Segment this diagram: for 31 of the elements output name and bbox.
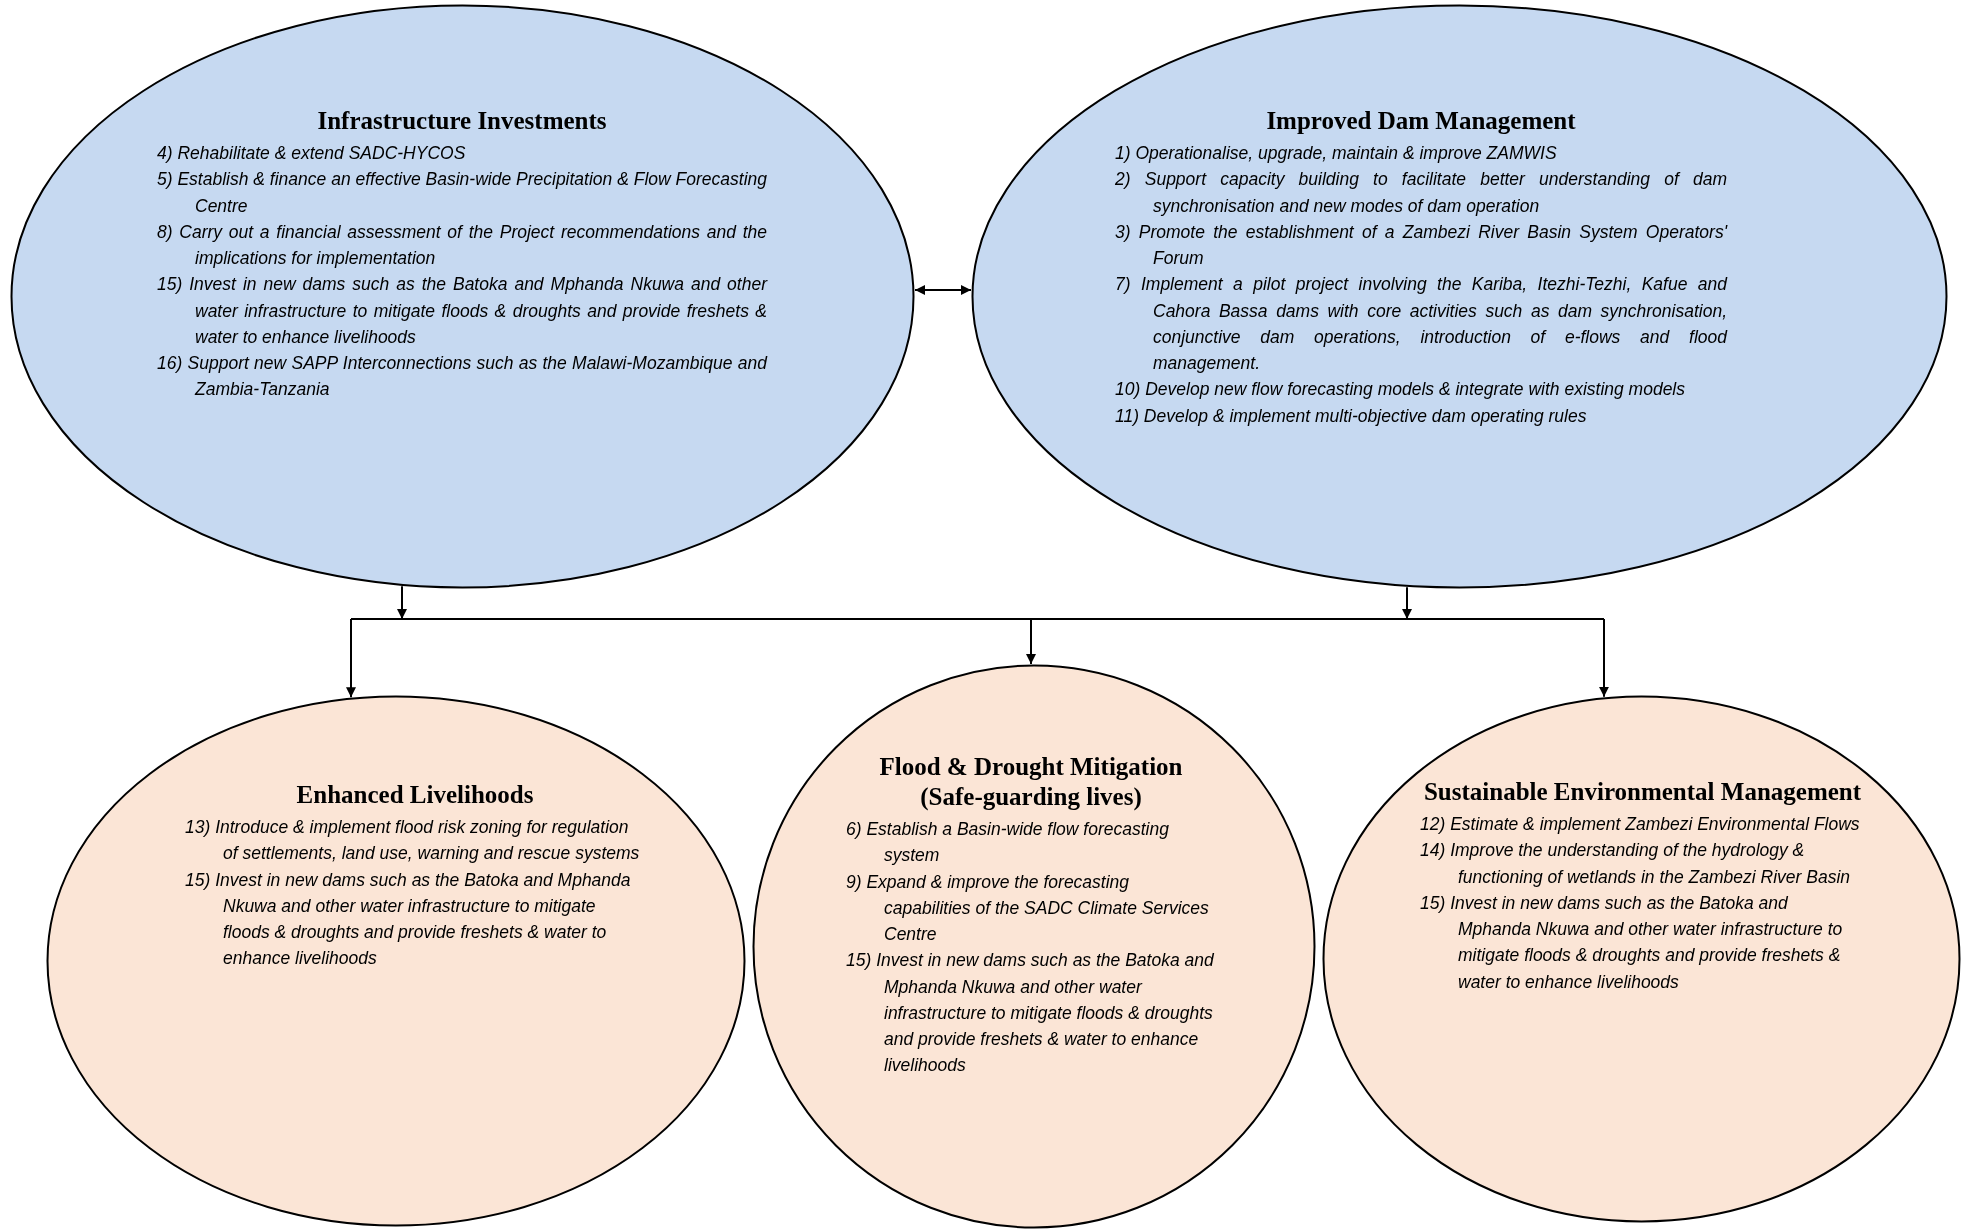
connector-line [350, 618, 1605, 620]
arrow [914, 285, 972, 295]
node-heading: Infrastructure Investments [316, 106, 608, 136]
arrow [1599, 618, 1609, 698]
node-heading: Enhanced Livelihoods [295, 780, 535, 810]
node-heading: Improved Dam Management [1265, 106, 1577, 136]
action-item: 8) Carry out a financial assessment of the Project recommendations and the implications for implementation [157, 220, 767, 270]
action-item: 11) Develop & implement multi-objective dam operating rules [1115, 404, 1588, 428]
node-heading: Flood & Drought Mitigation (Safe-guarding lives) [878, 752, 1184, 812]
action-item: 12) Estimate & implement Zambezi Environmental Flows [1420, 813, 1861, 836]
action-item: 15) Invest in new dams such as the Batoka and Mphanda Nkuwa and other water infrastructure to mitigate floods & droughts and provide freshets & water to enhance livelihoods [1420, 891, 1844, 994]
action-item: 16) Support new SAPP Interconnections such as the Malawi-Mozambique and Zambia-Tanzania [157, 352, 767, 402]
action-item: 14) Improve the understanding of the hydrology & functioning of wetlands in the Zambezi River Basin [1420, 839, 1851, 889]
action-item: 15) Invest in new dams such as the Batoka and Mphanda Nkuwa and other water infrastructure to mitigate floods & droughts and provide freshets & water to enhance livelihoods [157, 273, 767, 349]
arrow [346, 618, 356, 699]
action-item: 1) Operationalise, upgrade, maintain & improve ZAMWIS [1115, 142, 1558, 165]
action-item: 15) Invest in new dams such as the Batoka and Mphanda Nkuwa and other water infrastructure to mitigate floods & droughts and provide freshets & water to enhance livelihoods [185, 868, 632, 971]
arrow [397, 585, 407, 620]
action-item: 2) Support capacity building to facilitate better understanding of dam synchronisation and new modes of dam operation [1115, 168, 1727, 218]
action-item: 7) Implement a pilot project involving the Kariba, Itezhi-Tezhi, Kafue and Cahora Bassa dams with core activities such as dam synchronisation, conjunctive dam operations, introduction of e-flows and flood management. [1115, 273, 1727, 375]
arrow [1026, 618, 1036, 665]
action-item: 9) Expand & improve the forecasting capabilities of the SADC Climate Services Centre [846, 870, 1210, 946]
action-item: 5) Establish & finance an effective Basin-wide Precipitation & Flow Forecasting Centre [157, 168, 767, 218]
arrow [1402, 586, 1412, 620]
action-item: 3) Promote the establishment of a Zambezi River Basin System Operators' Forum [1115, 220, 1727, 270]
node-heading: Sustainable Environmental Management [1422, 777, 1863, 807]
action-item: 15) Invest in new dams such as the Batoka and Mphanda Nkuwa and other water infrastructure to mitigate floods & droughts and provide freshets & water to enhance livelihoods [846, 949, 1215, 1078]
action-item: 4) Rehabilitate & extend SADC-HYCOS [157, 142, 467, 165]
action-item: 6) Establish a Basin-wide flow forecasting system [846, 818, 1170, 868]
action-item: 13) Introduce & implement flood risk zoning for regulation of settlements, land use, warning and rescue systems [185, 816, 641, 866]
action-item: 10) Develop new flow forecasting models & integrate with existing models [1115, 378, 1686, 402]
